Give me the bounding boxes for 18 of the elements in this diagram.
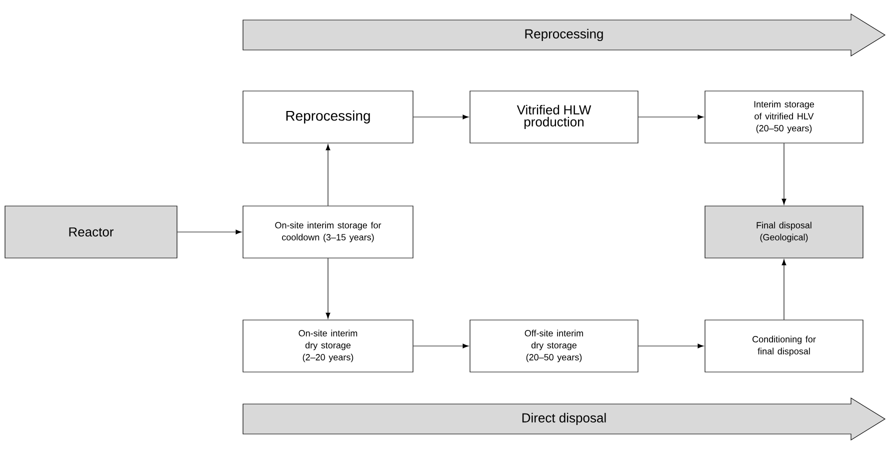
arrow [782, 259, 786, 320]
arrow [782, 143, 786, 205]
process-box: Vitrified HLW production [470, 90, 638, 144]
process-box: On-site interim dry storage (2–20 years) [242, 320, 414, 372]
arrow [177, 230, 242, 234]
process-box: On-site interim storage for cooldown (3–15 years) [242, 206, 414, 258]
arrow [638, 344, 704, 348]
process-box: Final disposal (Geological) [704, 206, 864, 258]
process-box: Conditioning for final disposal [704, 320, 864, 372]
arrow [326, 144, 330, 206]
process-box: Reactor [4, 206, 178, 258]
process-box: Reprocessing [242, 90, 414, 144]
arrow [326, 258, 330, 319]
arrow [413, 114, 469, 120]
process-box: Off-site interim dry storage (20–50 years) [470, 320, 638, 372]
arrow [638, 114, 704, 120]
arrow [413, 344, 469, 348]
process-box: Interim storage of vitrified HLV (20–50 years) [704, 90, 864, 144]
